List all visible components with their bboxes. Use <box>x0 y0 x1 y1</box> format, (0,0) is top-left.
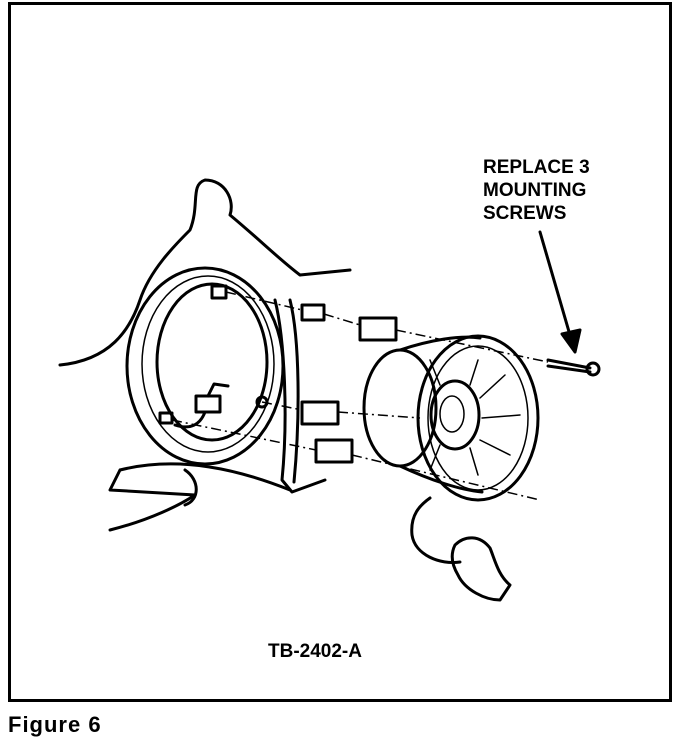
alignment-line-top <box>225 291 303 311</box>
wire-connector <box>194 394 222 414</box>
callout-line-3: SCREWS <box>483 203 567 224</box>
screw-head <box>585 361 601 377</box>
ring-clip-right <box>255 395 269 409</box>
mounting-screw <box>546 358 592 374</box>
ring-clip-top <box>210 284 228 300</box>
alignment-line-screw <box>395 329 549 363</box>
door-panel-outline <box>58 178 352 367</box>
speaker-opening-outer <box>125 266 285 466</box>
harness-plug <box>450 536 512 602</box>
screw-callout: REPLACE 3 MOUNTING SCREWS <box>483 156 590 225</box>
callout-arrow-head <box>560 328 582 354</box>
spring-nut-3 <box>314 438 354 464</box>
clip-top <box>300 303 326 322</box>
speaker-cone <box>429 379 481 451</box>
speaker-frame-inner <box>427 345 529 491</box>
part-number-label: TB-2402-A <box>268 641 362 662</box>
door-panel-lower <box>108 462 292 532</box>
speaker-opening-inner <box>155 282 269 442</box>
figure-caption: Figure 6 <box>8 712 102 737</box>
spring-nut-2 <box>300 400 340 426</box>
figure-frame <box>8 2 672 702</box>
alignment-line-nut1 <box>323 313 361 326</box>
speaker-dust-cap <box>439 395 465 433</box>
trim-strip <box>273 298 327 494</box>
alignment-line-low2 <box>351 454 541 501</box>
speaker-cone-ribs <box>429 359 521 476</box>
speaker-harness <box>410 496 462 565</box>
speaker-opening-rim <box>141 275 275 453</box>
callout-arrow-shaft <box>538 230 574 344</box>
alignment-line-mid2 <box>337 411 421 419</box>
alignment-line-mid <box>261 401 303 411</box>
ring-clip-left <box>158 411 174 425</box>
speaker-magnet <box>362 348 438 468</box>
callout-line-2: MOUNTING <box>483 180 587 201</box>
callout-line-1: REPLACE 3 <box>483 157 590 178</box>
spring-nut-1 <box>358 316 398 342</box>
door-edge <box>183 468 198 507</box>
alignment-line-low <box>171 419 317 451</box>
